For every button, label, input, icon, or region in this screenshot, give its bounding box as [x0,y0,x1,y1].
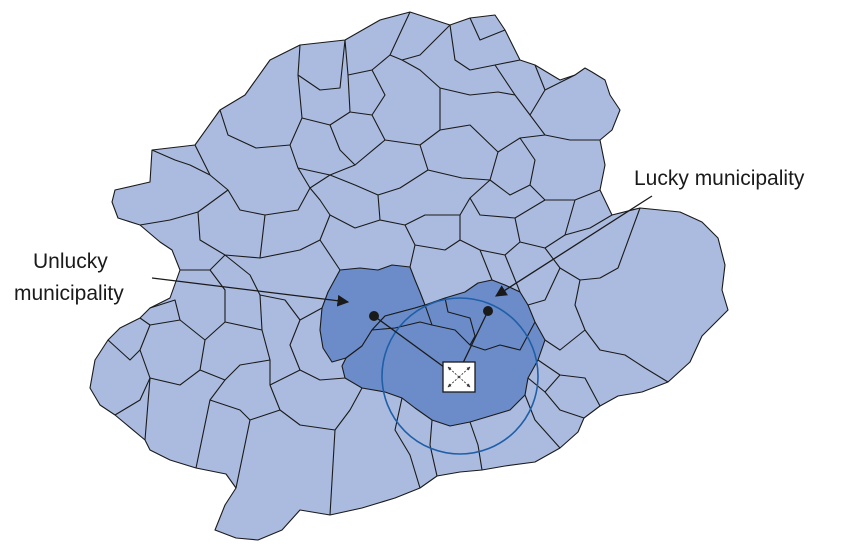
unlucky-label-line2: municipality [14,282,124,305]
unlucky-connection-line [373,315,449,371]
unlucky-label-line1: Unlucky [33,250,108,273]
lucky-centroid-dot-icon [483,306,493,316]
unlucky-centroid-dot-icon [369,311,379,321]
service-radius-circle [381,297,539,455]
municipality-borders [107,11,669,516]
unlucky-leader-arrow [151,277,350,307]
lucky-connection-line [461,310,489,366]
facility-square-icon [442,361,476,393]
lucky-municipality-label: Lucky municipality [634,167,805,190]
lucky-leader-arrow [495,195,653,297]
